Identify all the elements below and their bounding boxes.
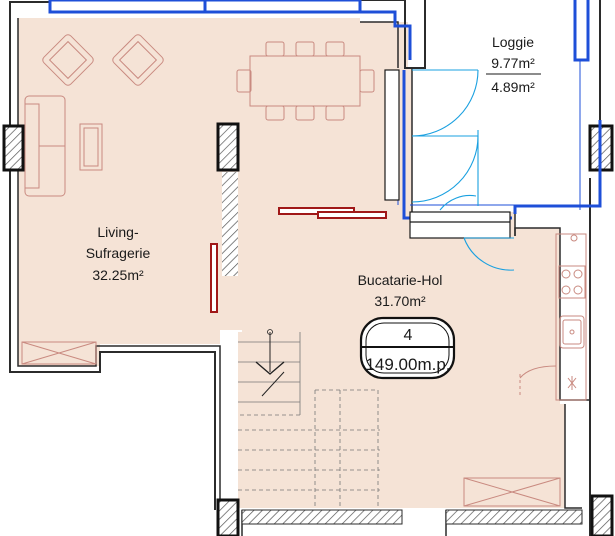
kitchen-units — [519, 233, 587, 401]
loggie-floor — [420, 18, 580, 210]
unit-number: 4 — [404, 327, 413, 344]
bottom-windows — [241, 509, 583, 525]
loggie-area-full: 9.77m² — [491, 55, 535, 71]
kitchen-name: Bucatarie-Hol — [358, 272, 443, 288]
unit-total-area: 149.00m.p. — [365, 355, 450, 374]
living-name-line1: Living- — [97, 224, 139, 240]
partition-wall — [222, 172, 238, 276]
living-area: 32.25m² — [92, 267, 144, 283]
living-furniture — [24, 34, 375, 197]
living-name-line2: Sufragerie — [86, 245, 151, 261]
unit-badge: 4 149.00m.p. — [359, 316, 456, 380]
door-swings — [411, 69, 515, 271]
radiators — [210, 207, 387, 313]
door-frames — [384, 69, 511, 239]
loggie-name: Loggie — [492, 34, 534, 50]
loggie-area-reduced: 4.89m² — [491, 79, 535, 95]
storage-units — [21, 341, 561, 507]
kitchen-area: 31.70m² — [374, 293, 426, 309]
room-labels: Living- Sufragerie 32.25m² Loggie 9.77m²… — [86, 34, 541, 309]
